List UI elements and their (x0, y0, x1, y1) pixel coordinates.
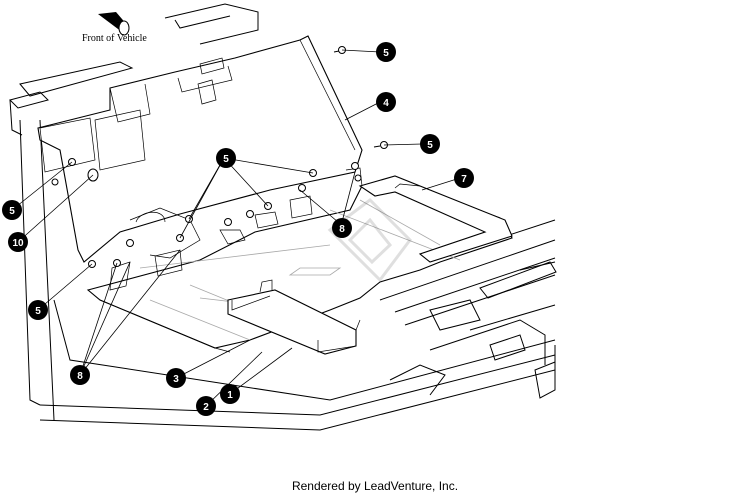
bolt-icon (51, 178, 59, 186)
leader-lines (11, 49, 461, 407)
svg-text:5: 5 (35, 306, 41, 317)
callout-1: 1 (220, 384, 240, 404)
svg-text:8: 8 (339, 224, 345, 235)
bolt-icon (354, 174, 362, 182)
front-of-vehicle-label: Front of Vehicle (82, 33, 147, 44)
svg-text:5: 5 (383, 48, 389, 59)
bolt-icon (126, 239, 134, 247)
callout-8-left: 8 (70, 365, 90, 385)
callout-7: 7 (454, 168, 474, 188)
callout-3: 3 (166, 368, 186, 388)
svg-text:5: 5 (427, 140, 433, 151)
seat-support-1 (227, 279, 361, 355)
bolt-icon (351, 162, 359, 170)
svg-text:10: 10 (12, 238, 24, 249)
svg-text:2: 2 (203, 402, 209, 413)
callout-10: 10 (8, 232, 28, 252)
callout-5-left: 5 (2, 200, 22, 220)
svg-text:3: 3 (173, 374, 179, 385)
bolt-icon (298, 184, 306, 192)
svg-text:7: 7 (461, 174, 467, 185)
callout-5-bottom-left: 5 (28, 300, 48, 320)
footer-credit: Rendered by LeadVenture, Inc. (291, 479, 459, 493)
svg-text:8: 8 (77, 371, 83, 382)
floor-panel-7 (358, 175, 513, 263)
svg-text:4: 4 (383, 98, 389, 109)
bolt-icon (224, 218, 232, 226)
watermark-logo (327, 198, 412, 283)
back-panel-4 (37, 35, 363, 263)
svg-text:1: 1 (227, 390, 233, 401)
callout-5-right: 5 (420, 134, 440, 154)
callout-4: 4 (376, 92, 396, 112)
vehicle-frame (9, 3, 557, 431)
svg-text:5: 5 (9, 206, 15, 217)
callout-8-center: 8 (332, 218, 352, 238)
bolt-icon (246, 210, 254, 218)
callout-2: 2 (196, 396, 216, 416)
callout-5-center: 5 (216, 148, 236, 168)
callout-5-top: 5 (376, 42, 396, 62)
svg-text:5: 5 (223, 154, 229, 165)
front-arrow-icon (98, 12, 130, 36)
